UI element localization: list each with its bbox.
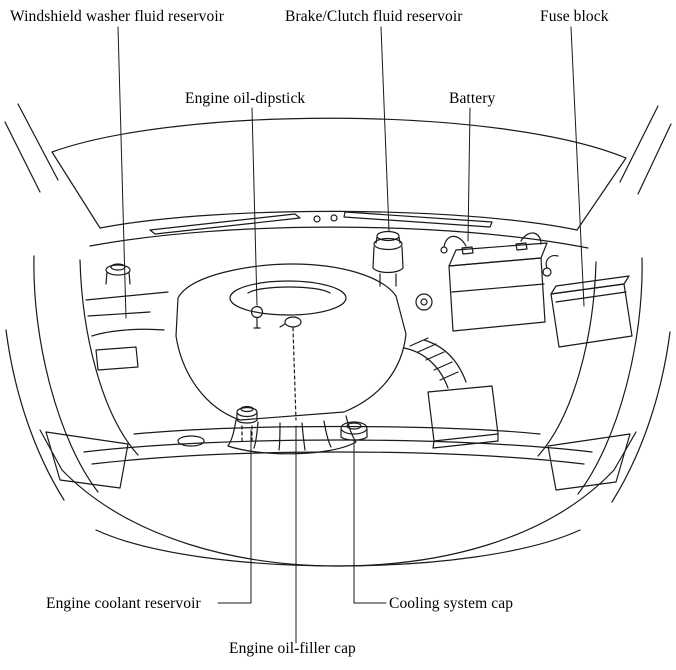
label-engine-coolant-reservoir: Engine coolant reservoir bbox=[46, 595, 201, 612]
dipstick-drawing bbox=[250, 305, 264, 329]
leader-battery bbox=[467, 107, 471, 242]
label-engine-oil-filler-cap: Engine oil-filler cap bbox=[229, 640, 356, 657]
windshield-and-cowl bbox=[51, 117, 627, 249]
fuse-block-drawing bbox=[542, 255, 633, 348]
intake-hose-and-airbox bbox=[403, 337, 499, 449]
label-engine-oil-dipstick: Engine oil-dipstick bbox=[185, 90, 306, 107]
cooling-system-cap-drawing bbox=[340, 421, 368, 441]
washer-filler-drawing bbox=[85, 263, 169, 371]
leader-washer bbox=[117, 26, 127, 319]
label-cooling-system-cap: Cooling system cap bbox=[389, 595, 514, 612]
coolant-reservoir-cap-drawing bbox=[236, 405, 258, 445]
hood-corner-lines bbox=[4, 103, 672, 195]
leader-coolant bbox=[217, 429, 252, 604]
leader-dipstick bbox=[251, 107, 258, 306]
oil-filler-cap-drawing bbox=[279, 316, 302, 421]
front-bumper-and-headlights bbox=[39, 425, 637, 567]
label-battery: Battery bbox=[449, 90, 496, 107]
fenders-and-bay-walls bbox=[5, 255, 671, 503]
leader-fuse-block bbox=[570, 26, 585, 307]
battery-drawing bbox=[440, 232, 548, 332]
leader-cooling-cap bbox=[353, 439, 387, 604]
leader-brake-clutch bbox=[380, 26, 390, 232]
label-brake-clutch-fluid-reservoir: Brake/Clutch fluid reservoir bbox=[285, 8, 463, 25]
label-windshield-washer-fluid-reservoir: Windshield washer fluid reservoir bbox=[10, 8, 225, 25]
brake-fluid-reservoir-drawing bbox=[372, 230, 433, 311]
engine-cover bbox=[175, 263, 407, 455]
label-fuse-block: Fuse block bbox=[540, 8, 609, 25]
leader-lines bbox=[117, 26, 585, 644]
